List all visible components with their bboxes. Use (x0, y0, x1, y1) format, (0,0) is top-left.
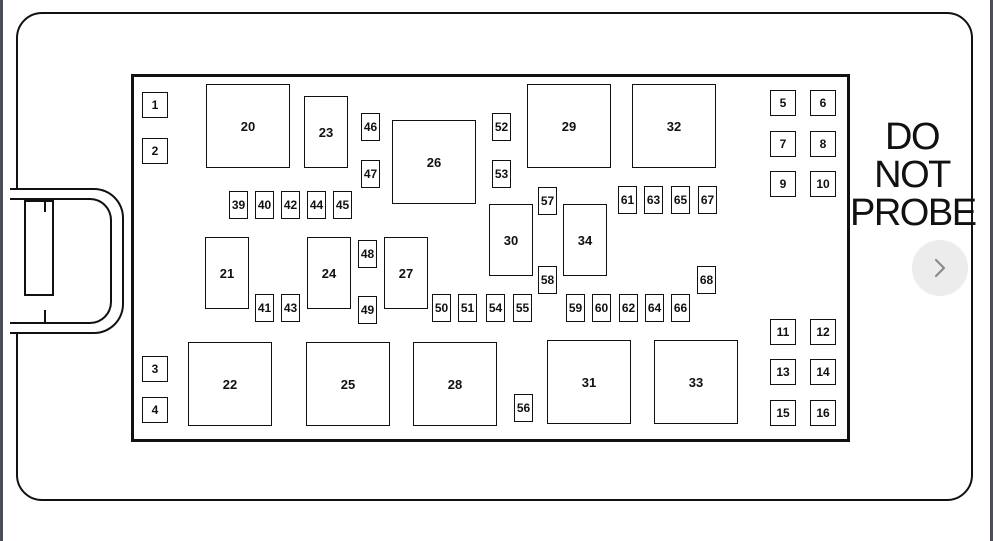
fuse-slot-41: 41 (255, 294, 274, 322)
fuse-slot-3: 3 (142, 356, 168, 382)
mounting-clip-notch (24, 200, 54, 296)
fuse-slot-11: 11 (770, 319, 796, 345)
frame-border-right (990, 0, 993, 541)
fuse-slot-39: 39 (229, 191, 248, 219)
fuse-slot-46: 46 (361, 113, 380, 141)
fuse-slot-42: 42 (281, 191, 300, 219)
fuse-slot-56: 56 (514, 394, 533, 422)
fuse-slot-47: 47 (361, 160, 380, 188)
fuse-slot-45: 45 (333, 191, 352, 219)
relay-slot-30: 30 (489, 204, 533, 276)
fuse-slot-7: 7 (770, 131, 796, 157)
fuse-slot-44: 44 (307, 191, 326, 219)
fuse-slot-60: 60 (592, 294, 611, 322)
clip-tab-bottom (44, 310, 46, 322)
fuse-slot-52: 52 (492, 113, 511, 141)
next-image-button[interactable] (912, 240, 968, 296)
relay-slot-22: 22 (188, 342, 272, 426)
fuse-slot-6: 6 (810, 90, 836, 116)
fuse-slot-49: 49 (358, 296, 377, 324)
fuse-slot-63: 63 (644, 186, 663, 214)
fuse-slot-54: 54 (486, 294, 505, 322)
fuse-slot-40: 40 (255, 191, 274, 219)
relay-slot-27: 27 (384, 237, 428, 309)
fuse-slot-9: 9 (770, 171, 796, 197)
chevron-right-icon (934, 258, 946, 278)
warning-line-2: PROBE (850, 192, 977, 234)
fuse-slot-64: 64 (645, 294, 664, 322)
fuse-slot-55: 55 (513, 294, 532, 322)
relay-slot-29: 29 (527, 84, 611, 168)
do-not-probe-warning: DO NOT PROBE (850, 116, 977, 234)
relay-slot-26: 26 (392, 120, 476, 204)
relay-slot-31: 31 (547, 340, 631, 424)
fuse-slot-62: 62 (619, 294, 638, 322)
mounting-clip-inner (10, 198, 112, 324)
frame-border-left (0, 0, 3, 541)
fuse-slot-2: 2 (142, 138, 168, 164)
fuse-slot-14: 14 (810, 359, 836, 385)
relay-slot-23: 23 (304, 96, 348, 168)
fuse-slot-67: 67 (698, 186, 717, 214)
relay-slot-33: 33 (654, 340, 738, 424)
fuse-slot-13: 13 (770, 359, 796, 385)
relay-slot-24: 24 (307, 237, 351, 309)
fuse-slot-4: 4 (142, 397, 168, 423)
fuse-slot-48: 48 (358, 240, 377, 268)
fuse-slot-5: 5 (770, 90, 796, 116)
fuse-slot-58: 58 (538, 266, 557, 294)
fuse-slot-15: 15 (770, 400, 796, 426)
relay-slot-34: 34 (563, 204, 607, 276)
relay-slot-21: 21 (205, 237, 249, 309)
fuse-slot-61: 61 (618, 186, 637, 214)
fuse-slot-68: 68 (697, 266, 716, 294)
relay-slot-32: 32 (632, 84, 716, 168)
warning-line-1: DO NOT (874, 116, 951, 196)
relay-slot-28: 28 (413, 342, 497, 426)
relay-slot-20: 20 (206, 84, 290, 168)
fuse-slot-12: 12 (810, 319, 836, 345)
fuse-slot-57: 57 (538, 187, 557, 215)
fuse-slot-50: 50 (432, 294, 451, 322)
clip-tab-top (44, 200, 46, 212)
fuse-slot-43: 43 (281, 294, 300, 322)
fuse-slot-53: 53 (492, 160, 511, 188)
fuse-slot-8: 8 (810, 131, 836, 157)
fuse-slot-65: 65 (671, 186, 690, 214)
relay-slot-25: 25 (306, 342, 390, 426)
fuse-slot-66: 66 (671, 294, 690, 322)
fuse-slot-1: 1 (142, 92, 168, 118)
fuse-slot-16: 16 (810, 400, 836, 426)
fuse-slot-51: 51 (458, 294, 477, 322)
fuse-slot-59: 59 (566, 294, 585, 322)
fuse-slot-10: 10 (810, 171, 836, 197)
